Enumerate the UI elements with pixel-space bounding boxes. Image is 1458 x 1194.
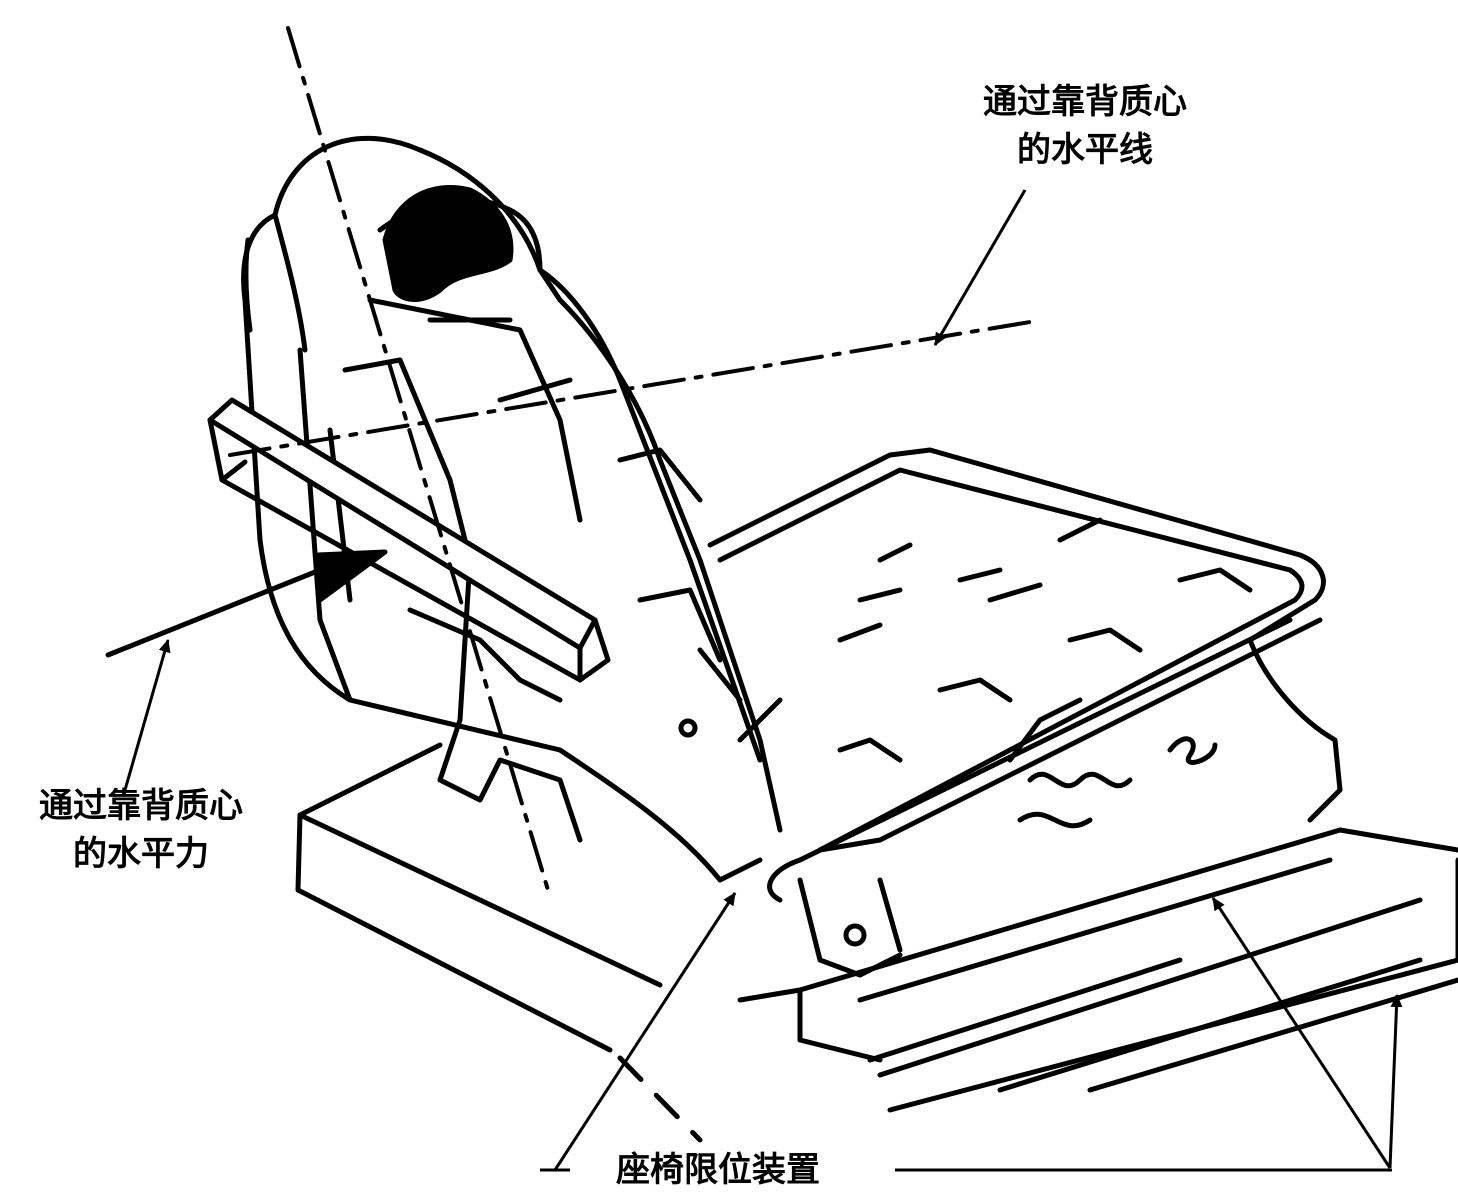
horizontal-force-arrow: [105, 553, 358, 658]
label-line-2: 的水平力: [73, 834, 209, 874]
leader-restraint-left: [553, 892, 737, 1171]
backrest-vertical-axis: [286, 26, 550, 892]
label-cg-horizontal-force: 通过靠背质心 的水平力: [6, 782, 276, 878]
leader-restraint-right-b: [1388, 994, 1403, 1169]
label-line-1: 通过靠背质心: [39, 786, 243, 826]
seat-back: [241, 135, 783, 883]
label-line-1: 通过靠背质心: [983, 82, 1187, 122]
label-seat-restraint: 座椅限位装置: [616, 1150, 820, 1190]
leader-cg-horizontal-force: [123, 639, 171, 791]
leader-restraint-right-a: [1211, 897, 1392, 1169]
leader-cg-horizontal-line: [933, 189, 1027, 346]
backrest-cg-horizontal-line: [228, 320, 1032, 457]
centerlines: [228, 26, 1032, 892]
seat-cushion: [678, 447, 1343, 978]
floor-platform: [295, 742, 1458, 1143]
force-arrowhead: [315, 549, 388, 603]
loading-bar: [207, 397, 611, 683]
headrest-dark-patch: [382, 184, 514, 302]
label-line-2: 的水平线: [1017, 130, 1153, 170]
label-cg-horizontal-line: 通过靠背质心 的水平线: [950, 78, 1220, 174]
